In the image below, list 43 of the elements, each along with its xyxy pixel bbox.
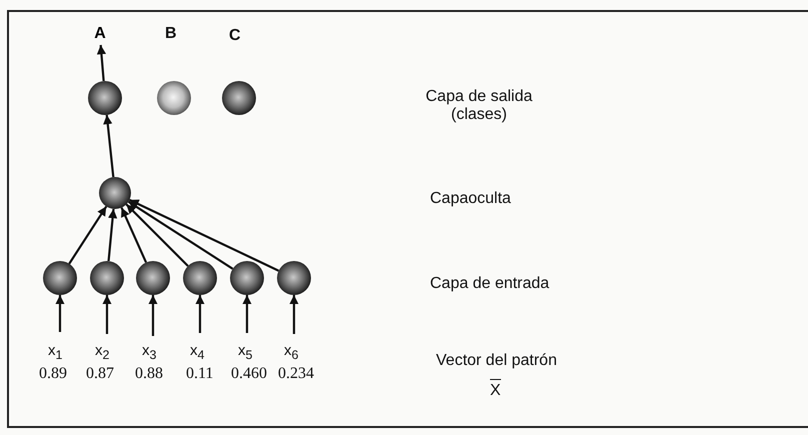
input-value: 0.460 [231, 365, 267, 384]
neuron [157, 81, 191, 115]
arrow [128, 198, 280, 272]
output-label: B [165, 25, 177, 44]
layer-label: Capa de salida (clases) [424, 88, 534, 125]
arrow [242, 295, 252, 333]
input-value: 0.89 [39, 365, 67, 384]
neuron [136, 261, 170, 295]
output-label: A [88, 25, 112, 43]
arrow [103, 114, 114, 178]
arrow [195, 295, 205, 333]
arrow [120, 207, 148, 263]
input-value: 0.11 [186, 365, 214, 384]
arrow [55, 295, 65, 332]
input-value: 0.88 [135, 365, 163, 384]
layer-label: Capa de entrada [430, 275, 550, 294]
input-value: 0.234 [278, 365, 314, 384]
input-label: x$_{6}$ [284, 342, 298, 362]
neuron [43, 261, 77, 295]
layer-label: Capaoculta [430, 190, 511, 208]
input-label: x$_{5}$ [238, 342, 252, 362]
neuron [277, 261, 311, 295]
input-label: x$_{1}$ [48, 342, 62, 362]
arrow [68, 206, 108, 264]
arrow [96, 44, 106, 82]
neuron [183, 261, 217, 295]
output-label: C [229, 27, 241, 46]
neuron [99, 177, 131, 209]
input-value: 0.87 [86, 365, 114, 384]
neuron [88, 81, 122, 115]
neuron [222, 81, 256, 115]
input-label: x$_{3}$ [142, 342, 156, 362]
input-label: x$_{4}$ [190, 342, 204, 362]
arrow [148, 295, 158, 336]
neuron [230, 261, 264, 295]
arrow [126, 204, 189, 267]
input-label: x$_{2}$ [95, 342, 110, 362]
layer-label: Vector del patrón [436, 352, 557, 370]
arrow [102, 295, 112, 334]
arrow [108, 208, 118, 262]
arrow [128, 200, 234, 270]
neuron [90, 261, 124, 295]
arrow [289, 295, 299, 334]
